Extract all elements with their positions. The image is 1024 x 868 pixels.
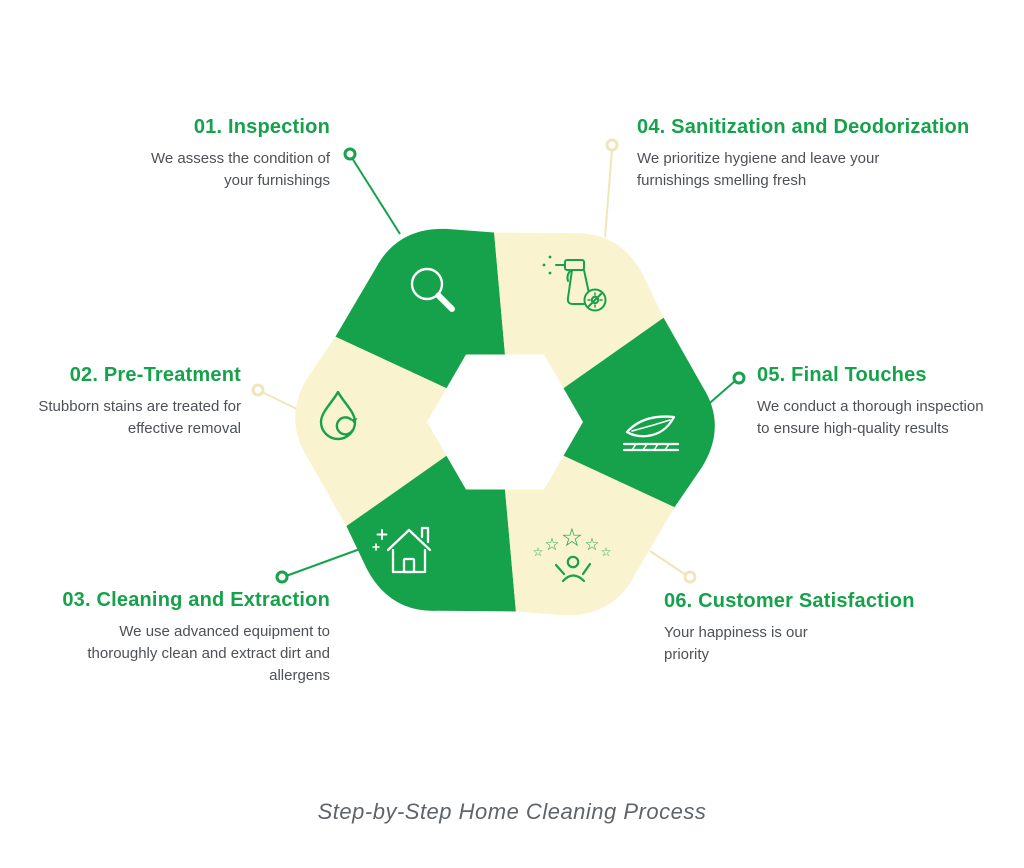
magnifier-icon — [410, 267, 455, 312]
leaf-duster-icon — [622, 415, 680, 452]
connector-03-line — [285, 548, 361, 577]
step-02-title: 02. Pre-Treatment — [69, 364, 241, 386]
connector-04-line — [604, 149, 613, 238]
step-03-title: 03. Cleaning and Extraction — [62, 589, 330, 611]
pinwheel — [295, 228, 715, 616]
step-04-title: 04. Sanitization and Deodorization — [637, 116, 970, 138]
connector-02-dot — [251, 383, 265, 397]
connector-04-dot — [605, 138, 619, 152]
star-center: ☆ — [561, 523, 583, 552]
petal-step-06 — [504, 455, 675, 616]
step-01-title: 01. Inspection — [193, 116, 330, 138]
clean-house-icon — [372, 526, 432, 574]
petal-step-02 — [295, 336, 447, 527]
step-06-title: 06. Customer Satisfaction — [664, 590, 915, 612]
step-03: 03. Cleaning and Extraction We use advan… — [10, 589, 330, 686]
step-02-body: Stubborn stains are treated for effectiv… — [38, 398, 241, 437]
step-05: 05. Final Touches We conduct a thorough … — [757, 364, 1017, 440]
step-06-body: Your happiness is our priority — [664, 624, 808, 663]
step-02: 02. Pre-Treatment Stubborn stains are tr… — [1, 364, 241, 440]
petal-step-04 — [494, 232, 664, 389]
step-06: 06. Customer Satisfaction Your happiness… — [664, 590, 964, 666]
connector-03-dot — [275, 570, 289, 584]
step-04-body: We prioritize hygiene and leave your fur… — [637, 150, 880, 189]
star-outer-left: ☆ — [533, 545, 544, 559]
connector-05-dot — [732, 371, 746, 385]
step-01-body: We assess the condition of your furnishi… — [151, 150, 330, 189]
step-05-body: We conduct a thorough inspection to ensu… — [757, 398, 984, 437]
connector-01-dot — [343, 147, 357, 161]
spray-bottle-icon — [542, 255, 607, 312]
happy-person-figure — [554, 555, 592, 583]
rating-stars-icon: ☆ ☆ ☆ ☆ ☆ — [533, 523, 612, 583]
diagram-caption: Step-by-Step Home Cleaning Process — [317, 799, 707, 824]
step-05-title: 05. Final Touches — [757, 364, 927, 386]
connector-06-line — [649, 550, 687, 576]
water-drop-icon — [319, 390, 358, 441]
petal-step-01 — [335, 228, 506, 389]
star-left: ☆ — [544, 535, 559, 555]
connectors — [251, 138, 746, 584]
petal-step-05 — [563, 317, 715, 508]
connector-06-dot — [683, 570, 697, 584]
petal-step-03 — [346, 455, 516, 612]
step-04: 04. Sanitization and Deodorization We pr… — [637, 116, 1024, 192]
connector-01-line — [351, 157, 401, 235]
star-right: ☆ — [584, 535, 599, 555]
step-01: 01. Inspection We assess the condition o… — [70, 116, 330, 192]
star-outer-right: ☆ — [601, 545, 612, 559]
step-03-body: We use advanced equipment to thoroughly … — [87, 623, 330, 684]
